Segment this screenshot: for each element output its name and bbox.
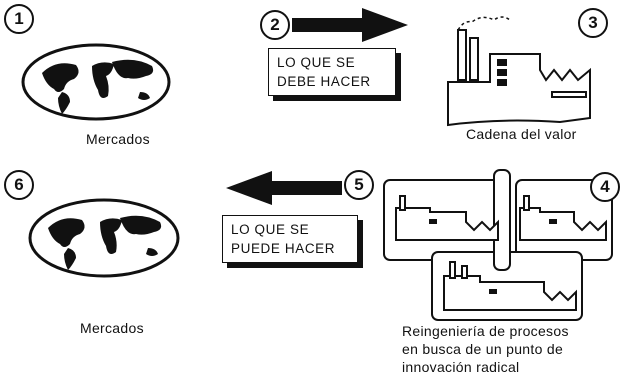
reingenieria-line1: Reingeniería de procesos (402, 323, 569, 339)
step-5-badge: 5 (344, 170, 374, 200)
label-mercados-top: Mercados (86, 131, 150, 147)
factory-icon (447, 16, 591, 127)
step-1-badge: 1 (4, 4, 34, 34)
world-map-top (21, 43, 171, 121)
debe-line1: LO QUE SE (277, 55, 356, 70)
label-mercados-bottom: Mercados (80, 320, 144, 336)
debe-hacer-box: LO QUE SE DEBE HACER (268, 48, 396, 96)
arrow-left-icon (226, 171, 342, 205)
step-6-badge: 6 (4, 170, 34, 200)
reingenieria-line3: innovación radical (402, 359, 520, 375)
reengineering-diagram (383, 169, 613, 321)
puede-line2: PUEDE HACER (231, 241, 336, 256)
debe-line2: DEBE HACER (277, 74, 371, 89)
world-map-bottom (28, 198, 180, 278)
arrow-right-icon (292, 8, 408, 42)
step-2-badge: 2 (260, 10, 290, 40)
label-cadena-del-valor: Cadena del valor (466, 126, 577, 142)
step-4-badge: 4 (590, 172, 620, 202)
label-reingenieria: Reingeniería de procesos en busca de un … (402, 322, 569, 376)
step-3-badge: 3 (578, 8, 608, 38)
reingenieria-line2: en busca de un punto de (402, 341, 564, 357)
puede-line1: LO QUE SE (231, 222, 310, 237)
puede-hacer-box: LO QUE SE PUEDE HACER (222, 215, 358, 263)
